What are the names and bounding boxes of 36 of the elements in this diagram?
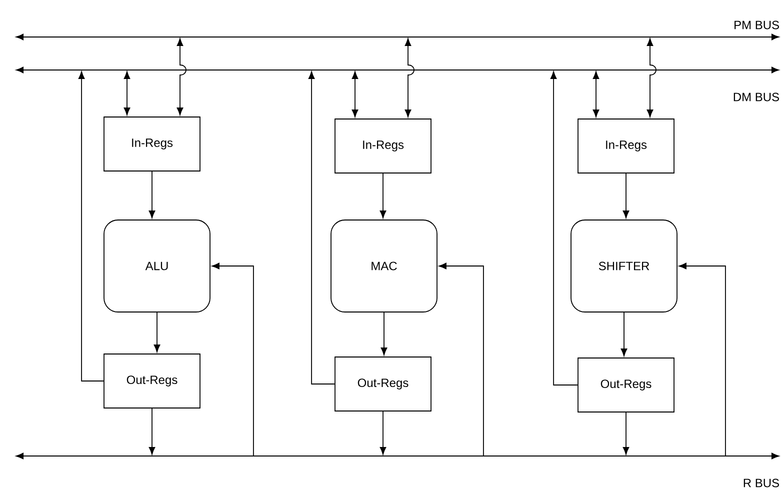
unit-box: ALU — [104, 220, 210, 312]
arrow — [124, 71, 130, 116]
bus-label: DM BUS — [734, 92, 779, 102]
arrow — [148, 171, 156, 218]
bus-line — [16, 34, 780, 40]
bus-line — [16, 66, 780, 74]
arrow — [438, 262, 484, 456]
arrow — [678, 262, 726, 456]
arrow — [352, 71, 358, 118]
bus-label: R BUS — [744, 478, 779, 488]
arrow — [154, 312, 160, 352]
arrow — [380, 312, 388, 356]
register-box: Out-Regs — [104, 354, 200, 408]
arrow — [148, 408, 156, 455]
arrow — [380, 173, 386, 218]
arrow — [404, 38, 414, 118]
register-box: In-Regs — [104, 116, 200, 172]
bus-line — [16, 452, 780, 460]
register-box: Out-Regs — [334, 356, 432, 412]
unit-box: MAC — [330, 220, 438, 312]
arrow — [622, 173, 630, 218]
arrow — [308, 71, 335, 384]
arrow — [212, 262, 254, 456]
bus-label: PM BUS — [734, 20, 779, 30]
register-box: In-Regs — [578, 118, 674, 174]
arrow — [622, 412, 630, 455]
arrow — [646, 38, 656, 118]
register-box: In-Regs — [334, 118, 432, 174]
arrow — [176, 38, 186, 116]
arrow — [380, 411, 386, 455]
arrow — [592, 71, 600, 118]
register-box: Out-Regs — [578, 358, 674, 412]
arrow — [620, 312, 628, 356]
arrow — [550, 71, 578, 386]
arrow — [78, 71, 104, 382]
unit-box: SHIFTER — [570, 220, 678, 312]
